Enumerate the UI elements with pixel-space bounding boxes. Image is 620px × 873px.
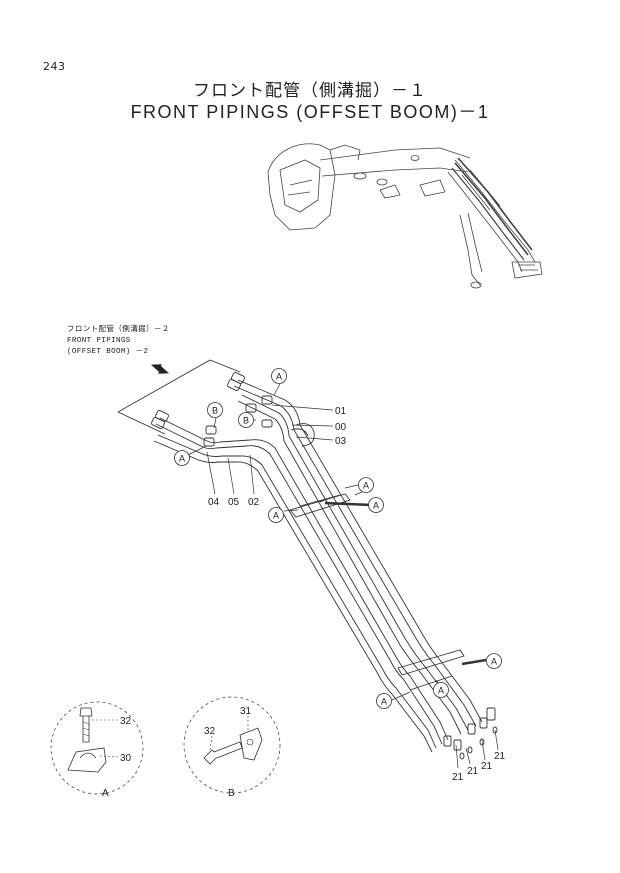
view-marker-label-b: B [212, 406, 218, 416]
callout-31: 31 [240, 706, 252, 717]
reference-note-line-1: フロント配管（側溝掘）－２ [67, 326, 170, 334]
callout-32-detail-b: 32 [204, 726, 216, 737]
callout-32-detail-a: 32 [120, 716, 132, 727]
view-marker-b [207, 402, 223, 418]
view-marker-a [433, 682, 449, 698]
view-marker-a [174, 450, 190, 466]
callout-21-d: 21 [494, 751, 506, 762]
view-marker-label-a: A [438, 686, 444, 696]
detail-label-b: B [228, 788, 235, 799]
part-callouts: 01 00 03 04 05 02 21 21 21 21 [208, 406, 506, 783]
view-marker-label-a: A [373, 501, 379, 511]
view-marker-label-a: A [276, 372, 282, 382]
machine-overview-illustration [267, 143, 543, 289]
page-title-english: FRONT PIPINGS (OFFSET BOOM)－1 [130, 102, 490, 122]
callout-30: 30 [120, 753, 132, 764]
piping-assembly [117, 359, 498, 760]
view-marker-label-a: A [363, 481, 369, 491]
view-marker-label-a: A [381, 697, 387, 707]
callout-01: 01 [335, 406, 347, 417]
reference-note-line-3: (OFFSET BOOM) －2 [67, 348, 149, 356]
leader-lines [185, 383, 499, 769]
view-marker-a [268, 507, 284, 523]
view-marker-labels: A B B A A A A A A A [179, 372, 497, 707]
view-marker-a [358, 477, 374, 493]
view-marker-label-a: A [179, 454, 185, 464]
callout-00: 00 [335, 422, 347, 433]
detail-view-a: 32 30 A [50, 701, 144, 799]
reference-note: フロント配管（側溝掘）－２ FRONT PIPINGS (OFFSET BOOM… [67, 325, 170, 358]
view-markers [174, 368, 502, 709]
view-marker-a [368, 497, 384, 513]
view-marker-a [376, 693, 392, 709]
callout-03: 03 [335, 436, 347, 447]
reference-arrow-icon [150, 364, 170, 374]
view-marker-b [238, 412, 254, 428]
callout-04: 04 [208, 497, 220, 508]
page-number: 243 [43, 60, 66, 73]
detail-view-b: 31 32 B [183, 696, 281, 799]
page-title-japanese: フロント配管（側溝掘）－１ [193, 81, 427, 101]
callout-21-c: 21 [481, 761, 493, 772]
view-marker-a [271, 368, 287, 384]
view-marker-label-a: A [273, 511, 279, 521]
callout-21-b: 21 [467, 766, 479, 777]
callout-21-a: 21 [452, 772, 464, 783]
view-marker-label-a: A [491, 657, 497, 667]
callout-02: 02 [248, 497, 260, 508]
callout-05: 05 [228, 497, 240, 508]
reference-note-line-2: FRONT PIPINGS [67, 337, 131, 345]
view-marker-a [486, 653, 502, 669]
detail-label-a: A [102, 788, 109, 799]
view-marker-label-b: B [243, 416, 249, 426]
